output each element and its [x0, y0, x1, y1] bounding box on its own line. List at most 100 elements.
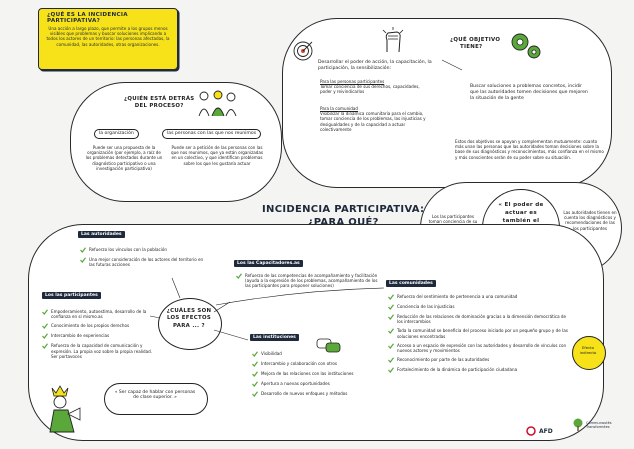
list-item: Conciencia de las injusticias	[388, 304, 568, 310]
comunidades-list: Refuerzo del sentimiento de pertenencia …	[388, 294, 568, 377]
list-item: Intercambio y colaboración con otros	[252, 361, 392, 367]
list-item: Refuerzo los vínculos con la población	[80, 247, 210, 253]
efectos-title: ¿CUÁLES SON LOS EFECTOS PARA ... ?	[160, 308, 218, 330]
check-icon	[252, 391, 258, 397]
objetivo-right: Buscar soluciones a problemas concretos,…	[470, 84, 588, 101]
objetivo-title-line1: ¿QUÉ OBJETIVO	[450, 37, 501, 43]
objetivo-alliance: Estos dos objetivos se apoyan y compleme…	[455, 139, 604, 160]
org-label: la organización	[94, 129, 139, 139]
objetivo-title: ¿QUÉ OBJETIVO TIENE?	[450, 37, 500, 51]
objetivo-title-line2: TIENE?	[460, 44, 483, 50]
list-item: Desarrollo de nuevos enfoques y métodos	[252, 391, 392, 397]
comunidades-item: Conciencia de las injusticias	[397, 304, 455, 309]
check-icon	[388, 294, 394, 300]
efectos-bubble	[158, 298, 222, 350]
people-label: las personas con las que nos reunimos	[162, 129, 262, 139]
efectos-line1: ¿CUÁLES SON	[166, 308, 212, 314]
capacitadoras-text: Refuerzo de las competencias de acompaña…	[245, 273, 378, 289]
capacitadoras-header: Los las Capacitadores.as	[234, 260, 303, 267]
instituciones-header: Las instituciones	[250, 334, 299, 341]
list-item: Reducción de las relaciones de dominació…	[388, 314, 568, 324]
instituciones-list: Visibilidad Intercambio y colaboración c…	[252, 351, 392, 401]
org-text: Puede ser una propuesta de la organizaci…	[85, 145, 163, 171]
check-icon	[80, 247, 86, 253]
comunidades-item: Reducción de las relaciones de dominació…	[397, 314, 567, 325]
quien-title-line1: ¿QUIÉN ESTÁ DETRÁS	[124, 96, 195, 102]
check-icon	[252, 371, 258, 377]
list-item: Refuerzo de las competencias de acompaña…	[236, 273, 380, 289]
comunidades-item: Toda la comunidad se beneficia del proce…	[397, 328, 568, 339]
check-icon	[388, 343, 394, 349]
participantes-item: Intercambio de experiencias	[51, 333, 110, 339]
partner-logo: Communautés Transformées	[572, 418, 620, 432]
group-people-icon	[198, 90, 237, 117]
autoridades-header: Las autoridades	[78, 231, 125, 238]
list-item: Apertura a nuevas oportunidades	[252, 381, 392, 387]
comunidades-item: Fortalecimiento de la dinámica de partic…	[397, 367, 518, 373]
instituciones-item: Intercambio y colaboración con otros	[261, 361, 338, 366]
autoridades-list: Refuerzo los vínculos con la población U…	[80, 247, 210, 271]
quien-title-line2: DEL PROCESO?	[134, 103, 184, 109]
check-icon	[42, 333, 48, 340]
comunidades-item: Refuerzo del sentimiento de pertenencia …	[397, 294, 518, 299]
autoridades-item: Refuerzo los vínculos con la población	[89, 247, 167, 252]
fist-icon	[382, 27, 404, 53]
instituciones-item: Visibilidad	[261, 351, 282, 356]
check-icon	[252, 361, 258, 367]
list-item: Visibilidad	[252, 351, 392, 357]
list-item: Intercambio de experiencias	[42, 333, 156, 340]
instituciones-item: Desarrollo de nuevos enfoques y métodos	[261, 391, 348, 396]
participantes-quote: « Ser capaz de hablar con personas de cl…	[114, 390, 196, 401]
participantes-item: Refuerzo de la capacidad de comunicación…	[51, 343, 153, 359]
list-item: Una mejor consideración de los actores d…	[80, 257, 210, 267]
efectos-line2: LOS EFECTOS	[166, 315, 212, 322]
participantes-header: Los las participantes	[42, 292, 101, 299]
check-icon	[388, 304, 394, 310]
list-item: Empoderamiento, autoestima, desarrollo d…	[42, 309, 156, 319]
people-text: Puede ser a petición de las personas con…	[171, 145, 263, 166]
check-icon	[388, 357, 394, 364]
objetivo-people: Para las personas participantes Tomar co…	[320, 79, 432, 95]
check-icon	[42, 309, 48, 315]
camino-right: Las autoridades tienen en cuenta los dia…	[563, 210, 617, 231]
tree-icon	[573, 418, 583, 431]
center-title-line1: INCIDENCIA PARTICIPATIVA:	[262, 204, 425, 215]
instituciones-item: Apertura a nuevas oportunidades	[261, 381, 330, 386]
comunidades-header: Las comunidades	[386, 280, 436, 287]
autoridades-item: Una mejor consideración de los actores d…	[89, 257, 204, 268]
check-icon	[388, 328, 394, 335]
quien-title: ¿QUIÉN ESTÁ DETRÁS DEL PROCESO?	[124, 96, 194, 110]
check-icon	[42, 343, 48, 350]
comunidades-item: Reconocimiento por parte de las autorida…	[397, 357, 490, 363]
speaker-character-icon	[49, 385, 81, 433]
participantes-quote-bubble	[104, 383, 208, 415]
list-item: Toda la comunidad se beneficia del proce…	[388, 328, 568, 339]
chat-bubbles-icon	[316, 338, 341, 353]
instituciones-item: Mejora de las relaciones con las institu…	[261, 371, 354, 376]
list-item: Reconocimiento por parte de las autorida…	[388, 357, 568, 364]
list-item: Fortalecimiento de la dinámica de partic…	[388, 367, 568, 374]
capacitadoras-item: Refuerzo de las competencias de acompaña…	[236, 273, 380, 293]
check-icon	[388, 367, 394, 374]
participantes-item: Empoderamiento, autoestima, desarrollo d…	[51, 309, 147, 320]
quien-cloud	[70, 82, 282, 202]
comunidades-item: Acceso a un espacio de expresión con las…	[397, 342, 567, 354]
afd-logo-text: AFD	[539, 427, 553, 435]
efectos-line3: PARA ... ?	[173, 322, 205, 329]
check-icon	[388, 314, 394, 320]
list-item: Refuerzo del sentimiento de pertenencia …	[388, 294, 568, 300]
check-icon	[236, 273, 242, 279]
afd-mark-icon	[526, 426, 536, 436]
efecto-indirecto-sticker	[572, 336, 606, 370]
efecto-indirecto-text: Efecto indirecto	[579, 345, 597, 356]
objetivo-com-head: Para la comunidad	[320, 106, 359, 111]
center-title: INCIDENCIA PARTICIPATIVA: ¿PARA QUÉ?	[262, 203, 424, 229]
check-icon	[42, 323, 48, 330]
list-item: Acceso a un espacio de expresión con las…	[388, 343, 568, 353]
definition-title: ¿QUÉ ES LA INCIDENCIA PARTICIPATIVA?	[47, 12, 128, 24]
gears-icon	[511, 33, 541, 59]
list-item: Conocimiento de los propios derechos	[42, 323, 156, 330]
definition-box: ¿QUÉ ES LA INCIDENCIA PARTICIPATIVA? Una…	[38, 8, 178, 70]
list-item: Refuerzo de la capacidad de comunicación…	[42, 343, 156, 359]
